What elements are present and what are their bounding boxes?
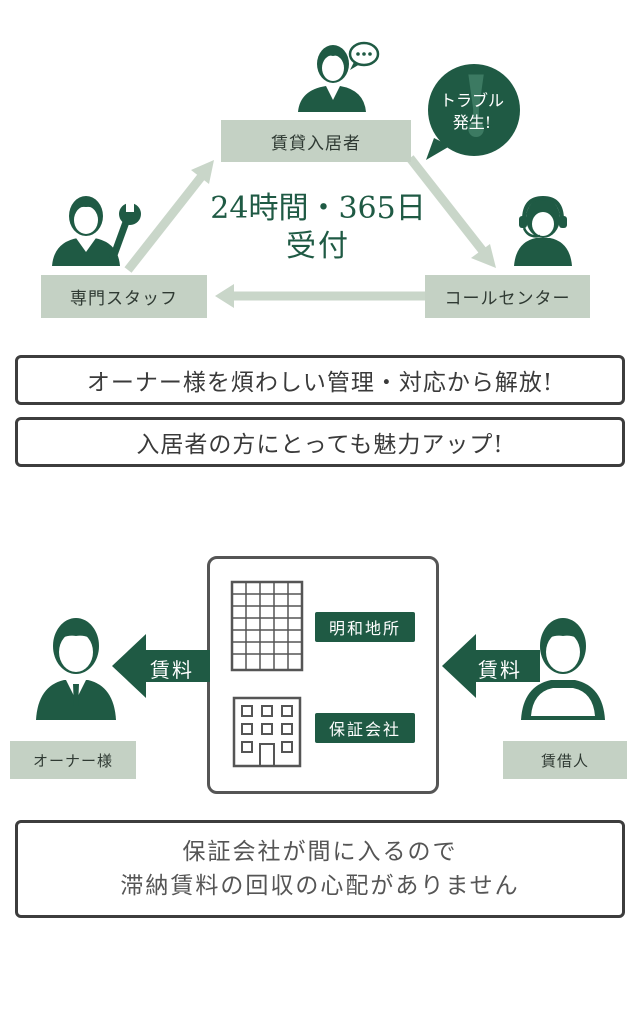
office-building-icon [230,580,304,672]
arrow-tenant-to-callcenter [406,155,490,258]
trouble-bubble-icon: ! [426,60,520,160]
trouble-text-line2: 発生! [452,113,492,132]
svg-text:!: ! [458,60,495,156]
trouble-badge: ! トラブル 発生! [420,60,524,164]
company-tag-meiwa: 明和地所 [315,612,415,642]
rent-arrow-right-label: 賃料 [478,658,522,682]
guarantee-message-line2: 滞納賃料の回収の心配がありません [120,873,520,899]
rent-arrow-right [442,634,540,698]
renter-label: 賃借人 [503,741,627,779]
reception-hours-line1: 24時間・365日 [210,191,426,226]
renter-person-icon [521,618,605,720]
arrow-head-tenant-to-callcenter [471,244,496,268]
tenant-label: 賃貸入居者 [221,120,411,162]
company-tag-guarantee: 保証会社 [315,713,415,743]
flow-arrows [124,155,496,308]
benefit-box-owner: オーナー様を煩わしい管理・対応から解放! [15,355,625,405]
reception-hours: 24時間・365日 受付 [200,190,436,266]
speech-bubble-icon [348,41,380,70]
guarantee-message-line1: 保証会社が間に入るので [182,839,458,865]
call-center-label: コールセンター [425,275,590,318]
wrench-icon [109,200,141,260]
arrow-head-staff-to-tenant [191,160,214,184]
staff-label: 専門スタッフ [41,275,207,318]
tenant-person-icon [298,41,380,112]
benefit-box-tenant: 入居者の方にとっても魅力アップ! [15,417,625,467]
reception-hours-line2: 受付 [286,229,350,264]
guarantee-company-building-icon [232,696,302,768]
owner-person-icon [36,618,116,720]
guarantee-message-box: 保証会社が間に入るので 滞納賃料の回収の心配がありません [15,820,625,918]
arrow-head-callcenter-to-staff [215,284,234,308]
arrow-staff-to-tenant [124,169,209,273]
staff-person-icon [52,196,141,266]
owner-label: オーナー様 [10,741,136,779]
call-center-operator-icon [514,195,572,266]
trouble-text-line1: トラブル [439,91,504,110]
rent-arrow-left-label: 賃料 [150,658,194,682]
rent-arrow-left [112,634,210,698]
